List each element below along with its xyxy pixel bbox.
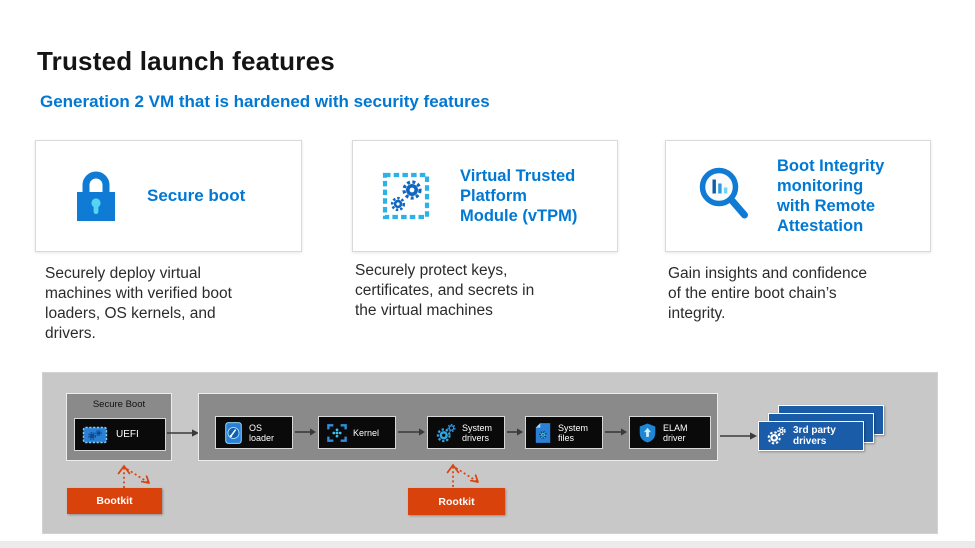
uefi-node-label: UEFI	[116, 428, 139, 440]
magnifier-chart-icon	[699, 167, 748, 219]
os-loader-node: OS loader	[215, 416, 293, 449]
kernel-label: Kernel	[353, 427, 380, 438]
card-vtpm: Virtual Trusted Platform Module (vTPM)	[352, 140, 618, 252]
bootkit-blocked-arrow	[117, 464, 150, 488]
third-party-node: 3rd party drivers	[758, 421, 864, 451]
rootkit-threat-box: Rootkit	[408, 488, 505, 515]
system-drivers-label: System drivers	[462, 422, 493, 443]
file-gear-icon	[535, 422, 551, 443]
system-files-node: System files	[525, 416, 603, 449]
gears-icon	[767, 426, 786, 445]
kernel-node: Kernel	[318, 416, 396, 449]
tpm-chip-icon	[382, 172, 430, 220]
arrow-chain-to-third-party	[720, 432, 757, 440]
arrow-1	[295, 428, 316, 436]
uefi-node: UEFI	[74, 418, 166, 451]
card-title-secure-boot: Secure boot	[147, 186, 246, 205]
card-title-boot-integrity: Boot Integrity monitoring with Remote At…	[777, 157, 885, 235]
card-description-secure-boot: Securely deploy virtual machines with ve…	[45, 265, 232, 342]
card-title-vtpm: Virtual Trusted Platform Module (vTPM)	[460, 167, 578, 225]
shield-icon	[639, 423, 656, 442]
arrow-uefi-to-chain	[167, 429, 199, 437]
slide-bottom-edge	[0, 541, 975, 548]
system-drivers-node: System drivers	[427, 416, 505, 449]
gears-icon	[436, 423, 456, 442]
elam-driver-node: ELAM driver	[629, 416, 711, 449]
uefi-chip-icon	[82, 426, 108, 443]
page-subtitle: Generation 2 VM that is hardened with se…	[40, 92, 490, 111]
kernel-brackets-icon	[327, 423, 347, 442]
secure-boot-group: Secure Boot UEFI	[66, 393, 172, 461]
third-party-label: 3rd party drivers	[793, 425, 836, 447]
page-title: Trusted launch features	[37, 46, 335, 76]
rootkit-blocked-arrow	[446, 463, 479, 487]
card-description-vtpm: Securely protect keys, certificates, and…	[355, 262, 535, 319]
arrow-2	[398, 428, 425, 436]
card-secure-boot: Secure boot	[35, 140, 302, 252]
elam-driver-label: ELAM driver	[663, 422, 688, 443]
boot-chain-group: OS loader Kernel	[198, 393, 718, 461]
boot-chain-panel: Secure Boot UEFI OS loader	[42, 372, 938, 534]
card-description-boot-integrity: Gain insights and confidence of the enti…	[668, 265, 868, 322]
disk-search-icon	[225, 421, 242, 444]
bootkit-threat-box: Bootkit	[67, 488, 162, 514]
third-party-stack: 3rd party drivers	[758, 405, 888, 453]
card-boot-integrity: Boot Integrity monitoring with Remote At…	[665, 140, 931, 252]
os-loader-label: OS loader	[249, 422, 275, 443]
arrow-3	[507, 428, 523, 436]
lock-icon	[77, 171, 115, 221]
arrow-4	[605, 428, 627, 436]
secure-boot-group-label: Secure Boot	[92, 399, 146, 410]
system-files-label: System files	[558, 422, 589, 443]
